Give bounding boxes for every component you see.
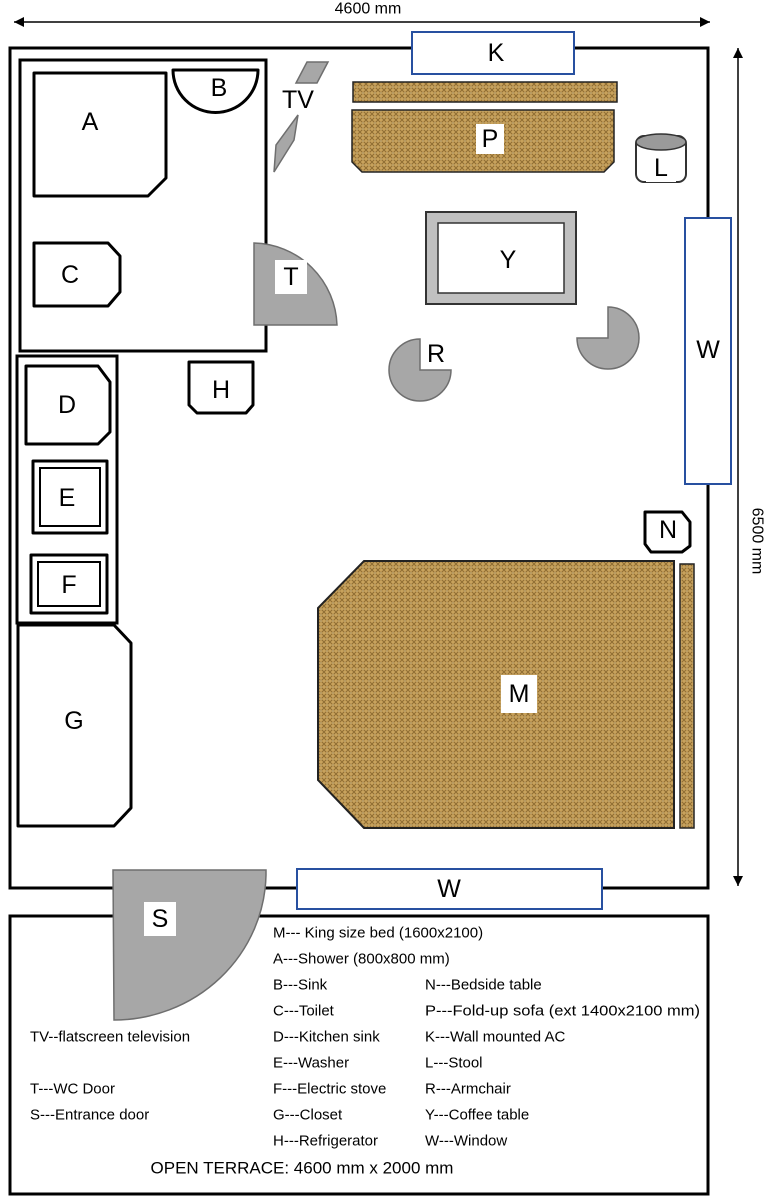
label-tv: TV — [282, 86, 314, 114]
label-washer: E — [59, 484, 76, 512]
legend-item: S---Entrance door — [30, 1107, 149, 1124]
open-terrace — [8, 914, 710, 1196]
label-window-south: W — [437, 875, 461, 903]
entrance-door-label-box — [144, 902, 176, 936]
label-refrigerator: H — [212, 376, 230, 404]
label-sink: B — [211, 74, 228, 102]
label-bedside-table: N — [659, 516, 677, 544]
stove-inner — [37, 561, 101, 607]
electric-stove — [29, 553, 109, 615]
legend-item: N---Bedside table — [425, 977, 542, 994]
legend-item: K---Wall mounted AC — [425, 1029, 565, 1046]
width-label: 4600 mm — [335, 1, 402, 18]
legend-item: C---Toilet — [273, 1003, 335, 1020]
legend-item: F---Electric stove — [273, 1081, 386, 1098]
height-dimension: 6500 mm — [733, 48, 766, 886]
entrance-door — [112, 869, 267, 1021]
wall-mounted-ac — [411, 31, 575, 75]
legend-item: G---Closet — [273, 1107, 343, 1124]
legend-item: Y---Coffee table — [425, 1107, 529, 1124]
label-window-east: W — [696, 336, 720, 364]
legend-item: M--- King size bed (1600x2100) — [273, 925, 483, 942]
coffee-table-top — [437, 222, 565, 294]
legend-item: H---Refrigerator — [273, 1133, 378, 1150]
king-size-bed — [317, 560, 675, 829]
kitchen-counter — [15, 354, 119, 625]
sofa-back — [352, 81, 618, 103]
label-shower: A — [82, 108, 99, 136]
legend-item: B---Sink — [273, 977, 328, 994]
label-coffee-table: Y — [500, 246, 517, 274]
label-ac: K — [488, 39, 505, 67]
label-entrance-door: S — [152, 905, 169, 933]
washer-inner — [39, 467, 101, 527]
legend-item: E---Washer — [273, 1055, 349, 1072]
stool-label-box — [646, 152, 676, 182]
label-stove: F — [61, 571, 76, 599]
kitchen-sink — [24, 364, 112, 446]
legend-item: T---WC Door — [30, 1081, 115, 1098]
bathroom-sink — [171, 68, 260, 114]
sofa-label-box — [476, 124, 504, 154]
legend-item: W---Window — [425, 1133, 507, 1150]
legend-item: L---Stool — [425, 1055, 483, 1072]
window-east — [684, 217, 732, 485]
tv-panel-bottom — [273, 114, 299, 173]
label-toilet: C — [61, 261, 79, 289]
legend: TV--flatscreen television T---WC Door S-… — [30, 925, 700, 1178]
refrigerator — [187, 360, 255, 415]
width-dimension: 4600 mm — [14, 1, 710, 27]
shower — [32, 71, 168, 198]
stool-top — [635, 133, 687, 151]
legend-item: P---Fold-up sofa (ext 1400x2100 mm) — [425, 1003, 700, 1020]
window-south — [296, 868, 603, 910]
label-wc-door: T — [283, 263, 298, 291]
label-sofa: P — [482, 125, 499, 153]
label-closet: G — [64, 707, 83, 735]
armchair-right — [576, 306, 640, 370]
label-bed: M — [509, 680, 530, 708]
label-kitchen-sink: D — [58, 391, 76, 419]
bed-label-box — [501, 675, 537, 713]
bathroom-outline — [18, 58, 268, 353]
legend-item: TV--flatscreen television — [30, 1029, 190, 1046]
closet — [16, 623, 133, 828]
toilet — [32, 241, 122, 308]
legend-item: R---Armchair — [425, 1081, 511, 1098]
label-stool: L — [654, 154, 668, 182]
wc-door-label-box — [275, 260, 307, 294]
washer — [31, 459, 109, 535]
armchair-left — [388, 338, 452, 402]
bed-headboard — [679, 563, 695, 829]
legend-item: A---Shower (800x800 mm) — [273, 951, 450, 968]
legend-item: D---Kitchen sink — [273, 1029, 380, 1046]
label-armchair: R — [427, 340, 445, 368]
tv-panel-top — [294, 61, 330, 84]
bedside-table — [643, 510, 692, 554]
height-label: 6500 mm — [749, 508, 766, 575]
terrace-caption: OPEN TERRACE: 4600 mm x 2000 mm — [151, 1159, 454, 1178]
